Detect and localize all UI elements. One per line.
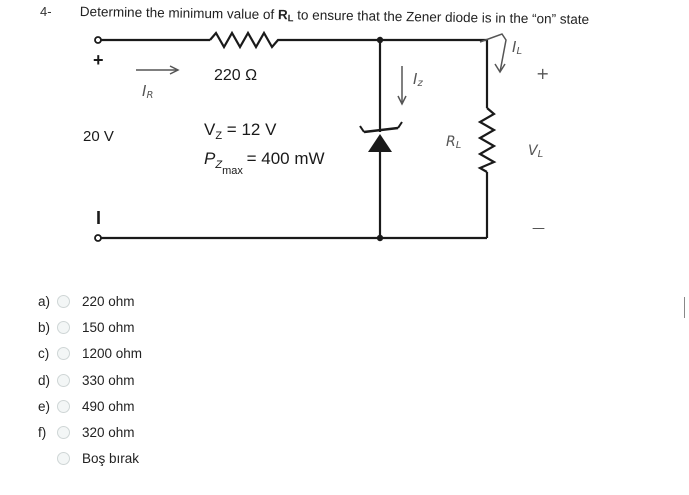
load-voltage-plus: + [536, 64, 549, 83]
circuit-diagram: IR Iz IL + I 220 Ω 20 V VZ = 12 V PZmax … [83, 30, 549, 242]
radio-button[interactable] [57, 373, 70, 387]
radio-button[interactable] [57, 346, 70, 360]
load-resistor-symbol [477, 107, 497, 173]
option-text: 150 ohm [82, 319, 135, 335]
load-resistor-label: RL [446, 134, 461, 151]
top-terminal [94, 36, 102, 44]
option-letter: d) [38, 372, 51, 388]
current-iz-arrow [397, 66, 407, 106]
zener-diode-symbol [359, 118, 403, 152]
option-c[interactable]: c) 1200 ohm [38, 343, 142, 363]
current-il-arrow [479, 33, 507, 74]
current-il-label: IL [512, 38, 522, 57]
current-ir-arrow [136, 65, 180, 75]
option-letter: f) [38, 424, 47, 440]
radio-button[interactable] [57, 425, 70, 439]
option-text: 320 ohm [82, 424, 135, 440]
option-text: Boş bırak [82, 450, 140, 466]
load-voltage-minus: — [532, 221, 545, 236]
junction-dot-top [376, 36, 384, 44]
series-resistor-symbol [209, 30, 282, 50]
option-letter: a) [38, 293, 51, 309]
option-letter: c) [38, 345, 50, 361]
plus-top-label: + [93, 50, 104, 70]
zener-voltage-label: VZ = 12 V [204, 120, 277, 142]
option-letter: b) [38, 319, 51, 335]
bottom-terminal [94, 234, 102, 242]
option-f[interactable]: f) 320 ohm [38, 422, 135, 442]
option-e[interactable]: e) 490 ohm [38, 396, 135, 416]
resistor-value-label: 220 Ω [214, 67, 257, 84]
option-text: 1200 ohm [82, 345, 143, 361]
radio-button[interactable] [57, 451, 70, 465]
option-leave-blank[interactable]: Boş bırak [38, 448, 139, 468]
radio-button[interactable] [57, 294, 70, 308]
junction-dot-bottom [376, 234, 384, 242]
option-letter: e) [38, 398, 51, 414]
option-a[interactable]: a) 220 ohm [38, 291, 135, 311]
radio-button[interactable] [57, 320, 70, 334]
option-text: 220 ohm [82, 293, 135, 309]
current-ir-label: IR [142, 82, 153, 101]
option-text: 490 ohm [82, 398, 135, 414]
minus-bottom-label: I [96, 208, 101, 228]
current-iz-label: Iz [413, 70, 423, 89]
circuit-wires [100, 38, 489, 240]
load-voltage-label: VL [528, 143, 543, 160]
source-voltage-label: 20 V [83, 128, 114, 145]
question-number: 4- [40, 4, 52, 19]
scrollbar-edge [684, 297, 685, 318]
zener-power-label: PZmax = 400 mW [204, 149, 325, 177]
option-d[interactable]: d) 330 ohm [38, 370, 135, 390]
radio-button[interactable] [57, 399, 70, 413]
option-b[interactable]: b) 150 ohm [38, 317, 135, 337]
option-text: 330 ohm [82, 372, 135, 388]
